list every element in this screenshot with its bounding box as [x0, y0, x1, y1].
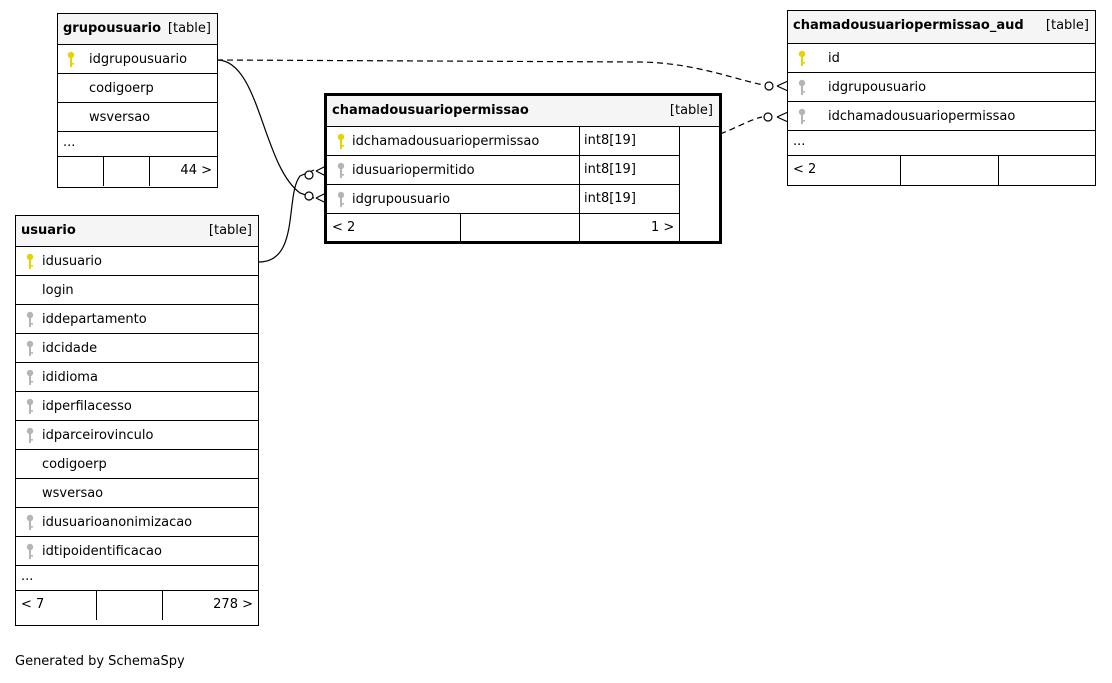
foreign-key-icon [26, 311, 34, 327]
foreign-key-icon [26, 398, 34, 414]
more-columns: ... [16, 566, 258, 591]
table-name[interactable]: usuario [21, 223, 76, 238]
column-row[interactable]: idusuario [16, 247, 258, 276]
column-name: idchamadousuariopermissao [352, 134, 540, 149]
column-name: idtipoidentificacao [42, 544, 162, 559]
column-row[interactable]: idparceirovinculo [16, 421, 258, 450]
generated-by-label: Generated by SchemaSpy [15, 654, 185, 669]
column-row[interactable]: idtipoidentificacao [16, 537, 258, 566]
foreign-key-icon [26, 369, 34, 385]
primary-key-icon [798, 50, 806, 66]
column-name: idgrupousuario [352, 192, 451, 207]
table-header: chamadousuariopermissao [table] [327, 96, 719, 127]
table-chamadousuariopermissao[interactable]: chamadousuariopermissao [table] idchamad… [324, 93, 722, 244]
column-row[interactable]: id [788, 44, 1095, 73]
footer-parents[interactable]: < 7 [21, 597, 45, 612]
column-type: int8[19] [584, 162, 636, 177]
primary-key-icon [67, 51, 75, 67]
column-name: login [42, 283, 74, 298]
table-tag: [table] [1045, 18, 1089, 33]
relation-usuario-chamadousuariopermissao [258, 169, 315, 263]
column-name: idusuario [42, 254, 102, 269]
column-name: idperfilacesso [42, 399, 132, 414]
table-tag: [table] [167, 21, 211, 36]
footer-children[interactable]: 44 > [180, 163, 212, 178]
column-name: idcidade [42, 341, 98, 356]
more-columns: ... [788, 131, 1095, 156]
more-columns: ... [58, 132, 217, 157]
table-footer: < 7 278 > [16, 591, 258, 620]
primary-key-icon [337, 133, 345, 149]
column-row[interactable]: idusuarioanonimizacao [16, 508, 258, 537]
foreign-key-icon [26, 543, 34, 559]
column-name: id [828, 51, 840, 66]
table-footer: < 2 [788, 156, 1095, 185]
table-chamadousuariopermissao-aud[interactable]: chamadousuariopermissao_aud [table] id i… [787, 10, 1096, 186]
table-name[interactable]: grupousuario [63, 21, 162, 36]
column-name: idparceirovinculo [42, 428, 154, 443]
column-row[interactable]: codigoerp [16, 450, 258, 479]
column-name: idgrupousuario [828, 80, 927, 95]
table-header: chamadousuariopermissao_aud [table] [788, 11, 1095, 44]
foreign-key-icon [337, 191, 345, 207]
table-grupousuario[interactable]: grupousuario [table] idgrupousuario codi… [57, 13, 218, 188]
column-name: idchamadousuariopermissao [828, 109, 1016, 124]
foreign-key-icon [337, 162, 345, 178]
column-row[interactable]: idchamadousuariopermissao [788, 102, 1095, 131]
column-type: int8[19] [584, 191, 636, 206]
column-name: wsversao [42, 486, 104, 501]
crowfoot-marker-grupousuario [304, 191, 327, 204]
crowfoot-marker-aud-grupousuario [764, 80, 789, 92]
foreign-key-icon [26, 514, 34, 530]
foreign-key-icon [798, 108, 806, 124]
column-row[interactable]: idgrupousuario int8[19] [327, 185, 680, 214]
footer-parents[interactable]: < 2 [332, 220, 356, 235]
column-row[interactable]: idcidade [16, 334, 258, 363]
column-name: wsversao [89, 110, 151, 125]
footer-children[interactable]: 278 > [213, 597, 253, 612]
column-row[interactable]: codigoerp [58, 74, 217, 103]
primary-key-icon [26, 253, 34, 269]
crowfoot-marker-aud-chamado [763, 111, 789, 123]
column-row[interactable]: wsversao [58, 103, 217, 132]
relation-grupousuario-aud [216, 59, 771, 87]
footer-parents[interactable]: < 2 [793, 162, 817, 177]
column-name: iddepartamento [42, 312, 147, 327]
column-row[interactable]: idgrupousuario [58, 45, 217, 74]
table-tag: [table] [208, 223, 252, 238]
column-name: ididioma [42, 370, 98, 385]
foreign-key-icon [26, 340, 34, 356]
column-row[interactable]: idusuariopermitido int8[19] [327, 156, 680, 185]
column-name: idgrupousuario [89, 52, 188, 67]
column-row[interactable]: login [16, 276, 258, 305]
column-name: idusuarioanonimizacao [42, 515, 193, 530]
table-header: usuario [table] [16, 216, 258, 247]
table-usuario[interactable]: usuario [table] idusuario login iddepart… [15, 215, 259, 626]
column-row[interactable]: idperfilacesso [16, 392, 258, 421]
column-row[interactable]: ididioma [16, 363, 258, 392]
column-type: int8[19] [584, 133, 636, 148]
column-row[interactable]: idgrupousuario [788, 73, 1095, 102]
column-row[interactable]: wsversao [16, 479, 258, 508]
table-footer: < 2 1 > [327, 214, 680, 243]
column-row[interactable]: iddepartamento [16, 305, 258, 334]
column-name: codigoerp [42, 457, 107, 472]
crowfoot-marker-usuario [304, 165, 327, 180]
column-row[interactable]: idchamadousuariopermissao int8[19] [327, 127, 680, 156]
table-name[interactable]: chamadousuariopermissao [332, 103, 529, 118]
relation-grupousuario-chamadousuariopermissao [216, 59, 315, 199]
table-name[interactable]: chamadousuariopermissao_aud [793, 18, 1024, 33]
foreign-key-icon [26, 427, 34, 443]
foreign-key-icon [798, 79, 806, 95]
table-tag: [table] [669, 103, 713, 118]
table-footer: 44 > [58, 157, 217, 186]
column-name: codigoerp [89, 81, 154, 96]
footer-children[interactable]: 1 > [651, 220, 675, 235]
table-header: grupousuario [table] [58, 14, 217, 45]
column-name: idusuariopermitido [352, 163, 475, 178]
